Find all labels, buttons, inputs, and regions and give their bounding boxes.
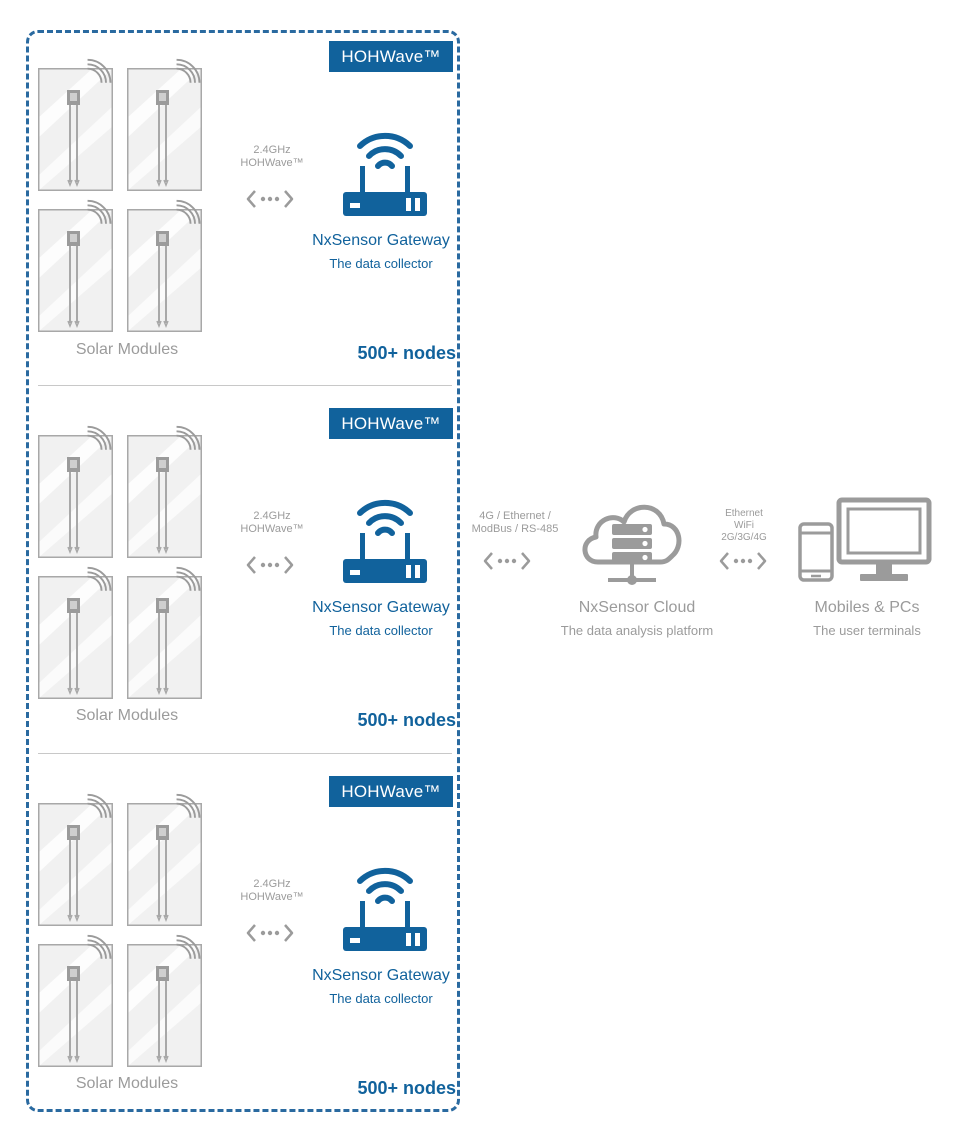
wifi-signal-icon [175, 793, 201, 819]
wifi-signal-icon [86, 566, 112, 592]
nodes-count: 500+ nodes [357, 1078, 456, 1098]
bidirectional-arrow-icon [483, 551, 531, 571]
solar-panel-icon [38, 944, 113, 1067]
wifi-signal-icon [175, 566, 201, 592]
solar-panel-icon [38, 435, 113, 558]
smartphone-icon [798, 522, 834, 582]
gateway-router-icon [340, 122, 430, 218]
nodes-count: 500+ nodes [357, 710, 456, 730]
gateway-subtitle: The data collector [329, 991, 433, 1006]
bidirectional-arrow-icon [719, 551, 767, 571]
solar-panel-icon [127, 576, 202, 699]
terminals-title: Mobiles & PCs [814, 599, 920, 616]
solar-panel-icon [127, 435, 202, 558]
wifi-signal-icon [86, 199, 112, 225]
hohwave-badge: HOHWave™ [329, 408, 453, 439]
solar-panel-icon [38, 803, 113, 926]
wifi-signal-icon [175, 199, 201, 225]
solar-panel-icon [127, 68, 202, 191]
bidirectional-arrow-icon [246, 555, 294, 575]
gateway-title: NxSensor Gateway [312, 967, 450, 984]
cloud-title: NxSensor Cloud [578, 599, 696, 616]
solar-panel-icon [127, 803, 202, 926]
group-divider [38, 385, 452, 386]
gateway-subtitle: The data collector [329, 623, 433, 638]
uplink-protocol-label: 4G / Ethernet /ModBus / RS-485 [471, 510, 559, 535]
gateway-router-icon [340, 857, 430, 953]
solar-panel-icon [38, 209, 113, 332]
wifi-signal-icon [86, 425, 112, 451]
wifi-signal-icon [86, 58, 112, 84]
bidirectional-arrow-icon [246, 189, 294, 209]
wifi-signal-icon [175, 58, 201, 84]
solar-panel-icon [38, 68, 113, 191]
solar-panel-icon [127, 944, 202, 1067]
nodes-count: 500+ nodes [357, 343, 456, 363]
modules-label: Solar Modules [75, 341, 179, 358]
cloud-subtitle: The data analysis platform [560, 623, 714, 638]
modules-label: Solar Modules [75, 1075, 179, 1092]
bidirectional-arrow-icon [246, 923, 294, 943]
terminals-subtitle: The user terminals [813, 623, 921, 638]
hohwave-badge: HOHWave™ [329, 41, 453, 72]
wifi-signal-icon [86, 793, 112, 819]
cloud-server-icon [582, 504, 682, 585]
hohwave-badge: HOHWave™ [329, 776, 453, 807]
wifi-signal-icon [86, 934, 112, 960]
wifi-signal-icon [175, 425, 201, 451]
modules-label: Solar Modules [75, 707, 179, 724]
gateway-groups-boundary [26, 30, 460, 1112]
gateway-title: NxSensor Gateway [312, 599, 450, 616]
monitor-icon [836, 497, 932, 581]
gateway-router-icon [340, 489, 430, 585]
solar-panel-icon [127, 209, 202, 332]
solar-panel-icon [38, 576, 113, 699]
gateway-subtitle: The data collector [329, 256, 433, 271]
gateway-title: NxSensor Gateway [312, 232, 450, 249]
wifi-signal-icon [175, 934, 201, 960]
group-divider [38, 753, 452, 754]
